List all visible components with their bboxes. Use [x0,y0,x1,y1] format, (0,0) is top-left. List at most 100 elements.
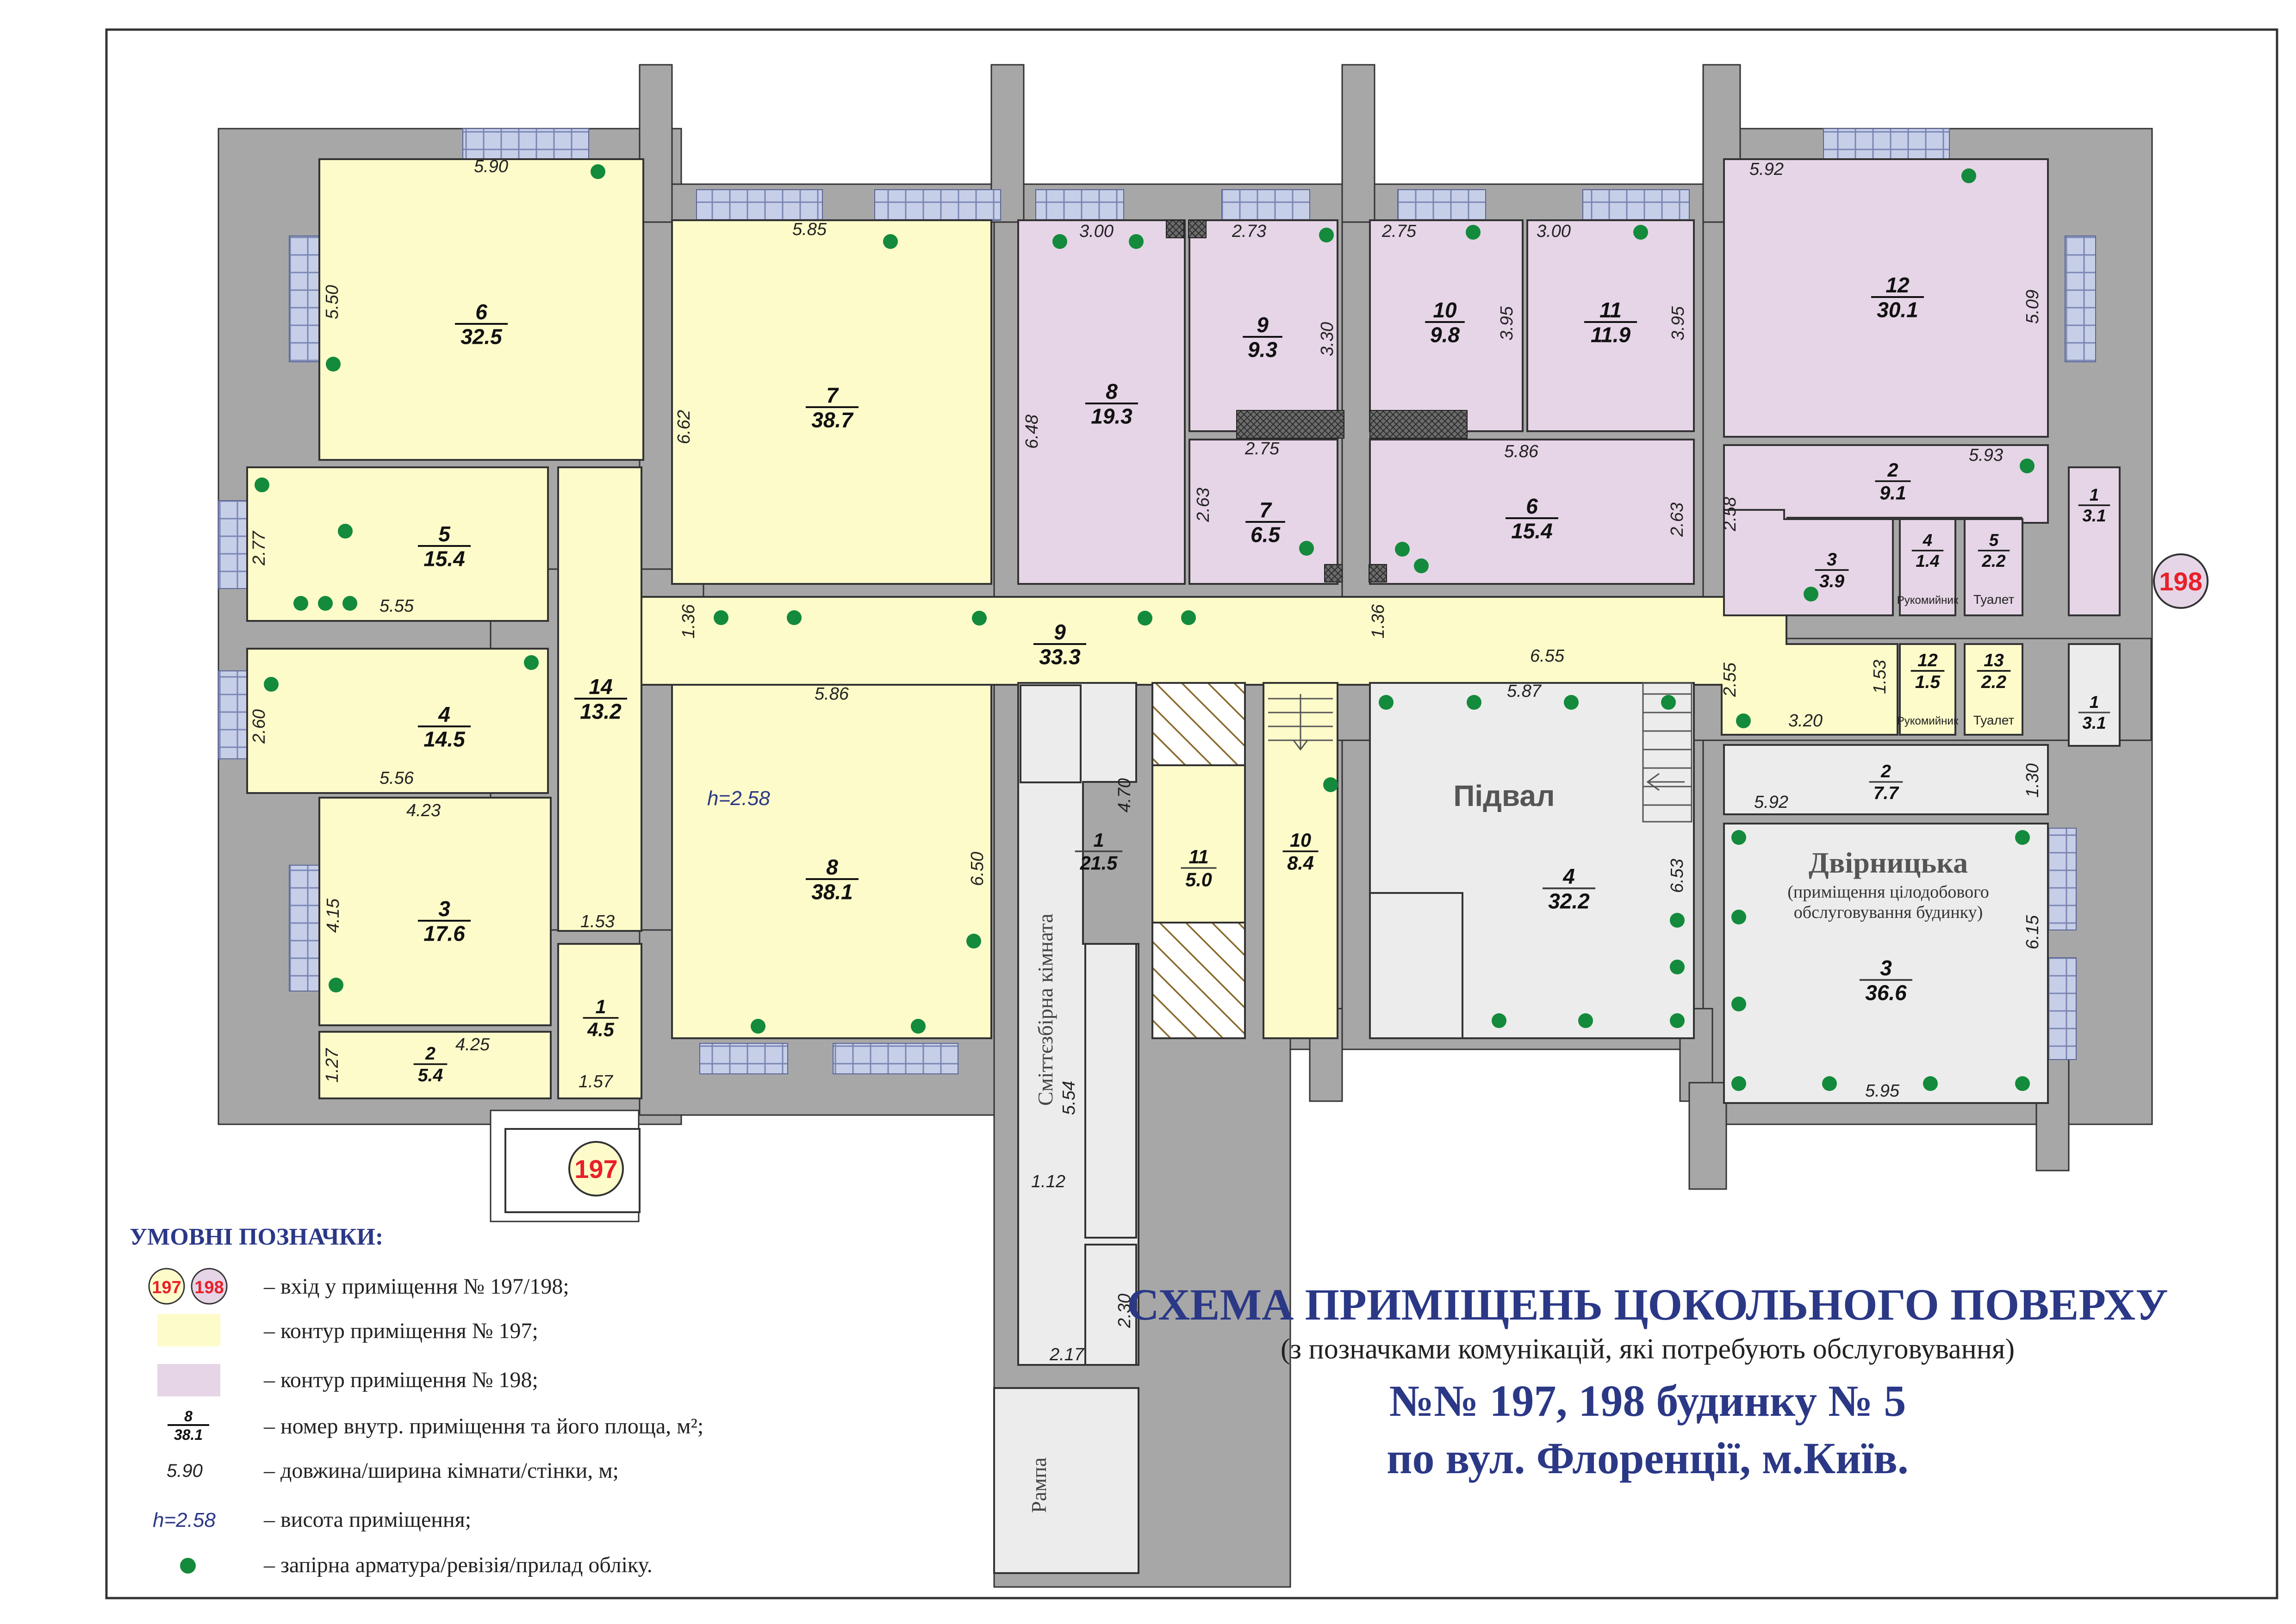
room-area: 30.1 [1877,298,1918,322]
room-area: 33.3 [1039,645,1081,669]
room-197-12[interactable] [1899,643,1956,736]
legend-valve-dot [180,1558,196,1574]
room-number: 1 [2090,693,2099,712]
dim-5.86-b: 5.86 [1504,442,1539,461]
room-197-3[interactable] [318,797,552,1026]
legend-swatch-197 [157,1314,220,1346]
ramp-label: Рампа [1027,1457,1051,1513]
room-area: 15.4 [1511,519,1553,543]
room-area: 7.7 [1873,783,1900,803]
room-area: 38.7 [811,408,854,432]
room-common-ramp[interactable] [993,1387,1139,1574]
room-number: 1 [595,996,606,1017]
room-area: 3.1 [2082,506,2106,525]
room-label-r197-1: 14.5 [583,996,619,1040]
room-198-4[interactable] [1899,518,1956,616]
room-common-2[interactable] [1723,744,2049,815]
room-number: 14 [589,675,612,699]
room-area: 8.4 [1287,852,1314,874]
room-number: 2 [425,1044,436,1064]
room-common-trash-inner-top [1020,684,1082,783]
room-197-6[interactable] [318,158,644,461]
room-labels: 632.5738.7515.4414.51413.2317.625.414.58… [413,273,2110,1085]
windows [218,128,2096,1074]
room-label-c-11: 115.0 [1181,846,1217,890]
room-198-9[interactable] [1188,219,1338,432]
dim-2.30: 2.30 [1115,1294,1134,1328]
room-label-r197-10: 108.4 [1282,830,1319,874]
dim-3.95-a: 3.95 [1497,306,1517,341]
room-label-r198-2: 29.1 [1875,459,1911,503]
legend-title: УМОВНІ ПОЗНАЧКИ: [130,1224,383,1250]
basement-stairs [1642,682,1692,823]
room-label-r197-6: 632.5 [454,300,508,349]
room-number: 9 [1054,620,1066,644]
room-197-7[interactable] [671,219,992,585]
dim-2.17: 2.17 [1049,1345,1085,1364]
dim-2.58: 2.58 [1720,497,1740,532]
dim-2.60: 2.60 [249,709,269,744]
dim-5.56: 5.56 [380,769,414,788]
legend-sample-num: 8 [184,1408,193,1425]
dim-3.00-a: 3.00 [1079,222,1114,241]
dim-5.90: 5.90 [474,157,508,176]
room-area: 9.3 [1248,338,1277,362]
room-area: 11.9 [1591,323,1631,347]
room-198-7[interactable] [1188,439,1338,585]
room-198-5[interactable] [1964,518,2023,616]
room-label-r197-8: 838.1 [805,855,859,904]
room-number: 5 [438,522,451,546]
legend-entrance-197-icon [148,1268,185,1305]
dim-2.73: 2.73 [1232,222,1266,241]
toilet-label-b: Туалет [1973,713,2015,727]
room-197-5[interactable] [246,466,549,622]
room-197-2[interactable] [318,1031,552,1099]
room-number: 7 [1259,498,1272,522]
entrance-197-marker[interactable] [568,1141,624,1196]
room-number: 10 [1433,298,1457,322]
dim-4.70: 4.70 [1115,778,1134,812]
legend-entrance-198-icon [191,1268,228,1305]
room-198-8[interactable] [1017,219,1186,585]
dim-1.12: 1.12 [1031,1172,1065,1191]
dim-1.27: 1.27 [323,1048,342,1083]
room-number: 1 [1093,830,1104,851]
room-number: 4 [1923,531,1932,550]
legend-item-5: – довжина/ширина кімнати/стінки, м; [263,1458,619,1483]
dim-5.95: 5.95 [1865,1081,1900,1101]
dim-1.53-a: 1.53 [580,912,615,931]
room-label-r198-5: 52.2 [1978,531,2010,570]
room-197-4[interactable] [246,648,549,794]
room-common-3-janitor[interactable] [1723,823,2049,1104]
room-197-13[interactable] [1964,643,2023,736]
room-198-11[interactable] [1526,219,1695,432]
room-common-1-hall[interactable] [2068,643,2121,747]
legend-entrance-197-label: 197 [152,1278,181,1297]
dim-2.63-a: 2.63 [1194,488,1213,522]
washbasin-label-a: Рукомийник [1897,594,1959,607]
room-common-11[interactable] [1151,764,1246,924]
entrance-198-marker[interactable] [2153,553,2209,609]
dimension-labels: 5.90 5.50 5.85 6.62 2.77 5.55 2.60 5.56 … [249,157,2042,1364]
room-198-1[interactable] [2068,466,2121,616]
room-label-r198-8: 819.3 [1085,379,1139,428]
room-197-1[interactable] [557,943,642,1099]
dim-2.75-b: 2.75 [1381,222,1417,241]
dim-4.25: 4.25 [455,1035,490,1054]
room-number: 2 [1880,762,1891,781]
room-number: 5 [1989,531,1999,550]
room-area: 1.4 [1916,552,1939,570]
janitor-title: Двірницька [1809,846,1968,879]
dim-6.53: 6.53 [1668,859,1687,893]
title-line-1: СХЕМА ПРИМІЩЕНЬ ЦОКОЛЬНОГО ПОВЕРХУ [1127,1280,2168,1329]
room-area: 2.2 [1981,552,2006,570]
room-label-c-1-hall: 13.1 [2078,693,2110,732]
dim-5.54: 5.54 [1059,1081,1079,1115]
dim-5.93: 5.93 [1969,446,2003,465]
dim-2.77: 2.77 [249,530,269,566]
dim-6.55: 6.55 [1530,646,1565,666]
corridor-10-stairs [1268,694,1333,751]
room-197-8[interactable] [671,682,992,1039]
